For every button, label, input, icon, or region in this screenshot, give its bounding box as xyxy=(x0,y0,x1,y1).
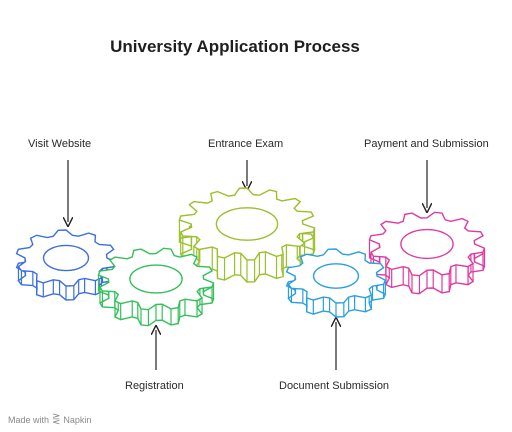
gear-document-submission xyxy=(285,248,387,318)
label-entrance-exam: Entrance Exam xyxy=(208,138,284,150)
napkin-logo-icon: ⋛ xyxy=(52,414,61,425)
made-with-text: Made with xyxy=(8,414,50,425)
gear-entrance-exam xyxy=(178,187,316,283)
gear-payment-submission xyxy=(368,211,486,295)
gear-visit-website xyxy=(15,229,117,301)
label-document-submission: Document Submission xyxy=(279,380,390,392)
diagram-title: University Application Process xyxy=(110,37,360,56)
napkin-brand-text: Napkin xyxy=(63,414,92,425)
label-payment-submission: Payment and Submission xyxy=(364,138,489,150)
footer-credit: Made with ⋛ Napkin xyxy=(8,414,91,425)
gear-registration xyxy=(97,247,215,327)
label-visit-website: Visit Website xyxy=(28,138,92,150)
label-registration: Registration xyxy=(125,380,184,392)
